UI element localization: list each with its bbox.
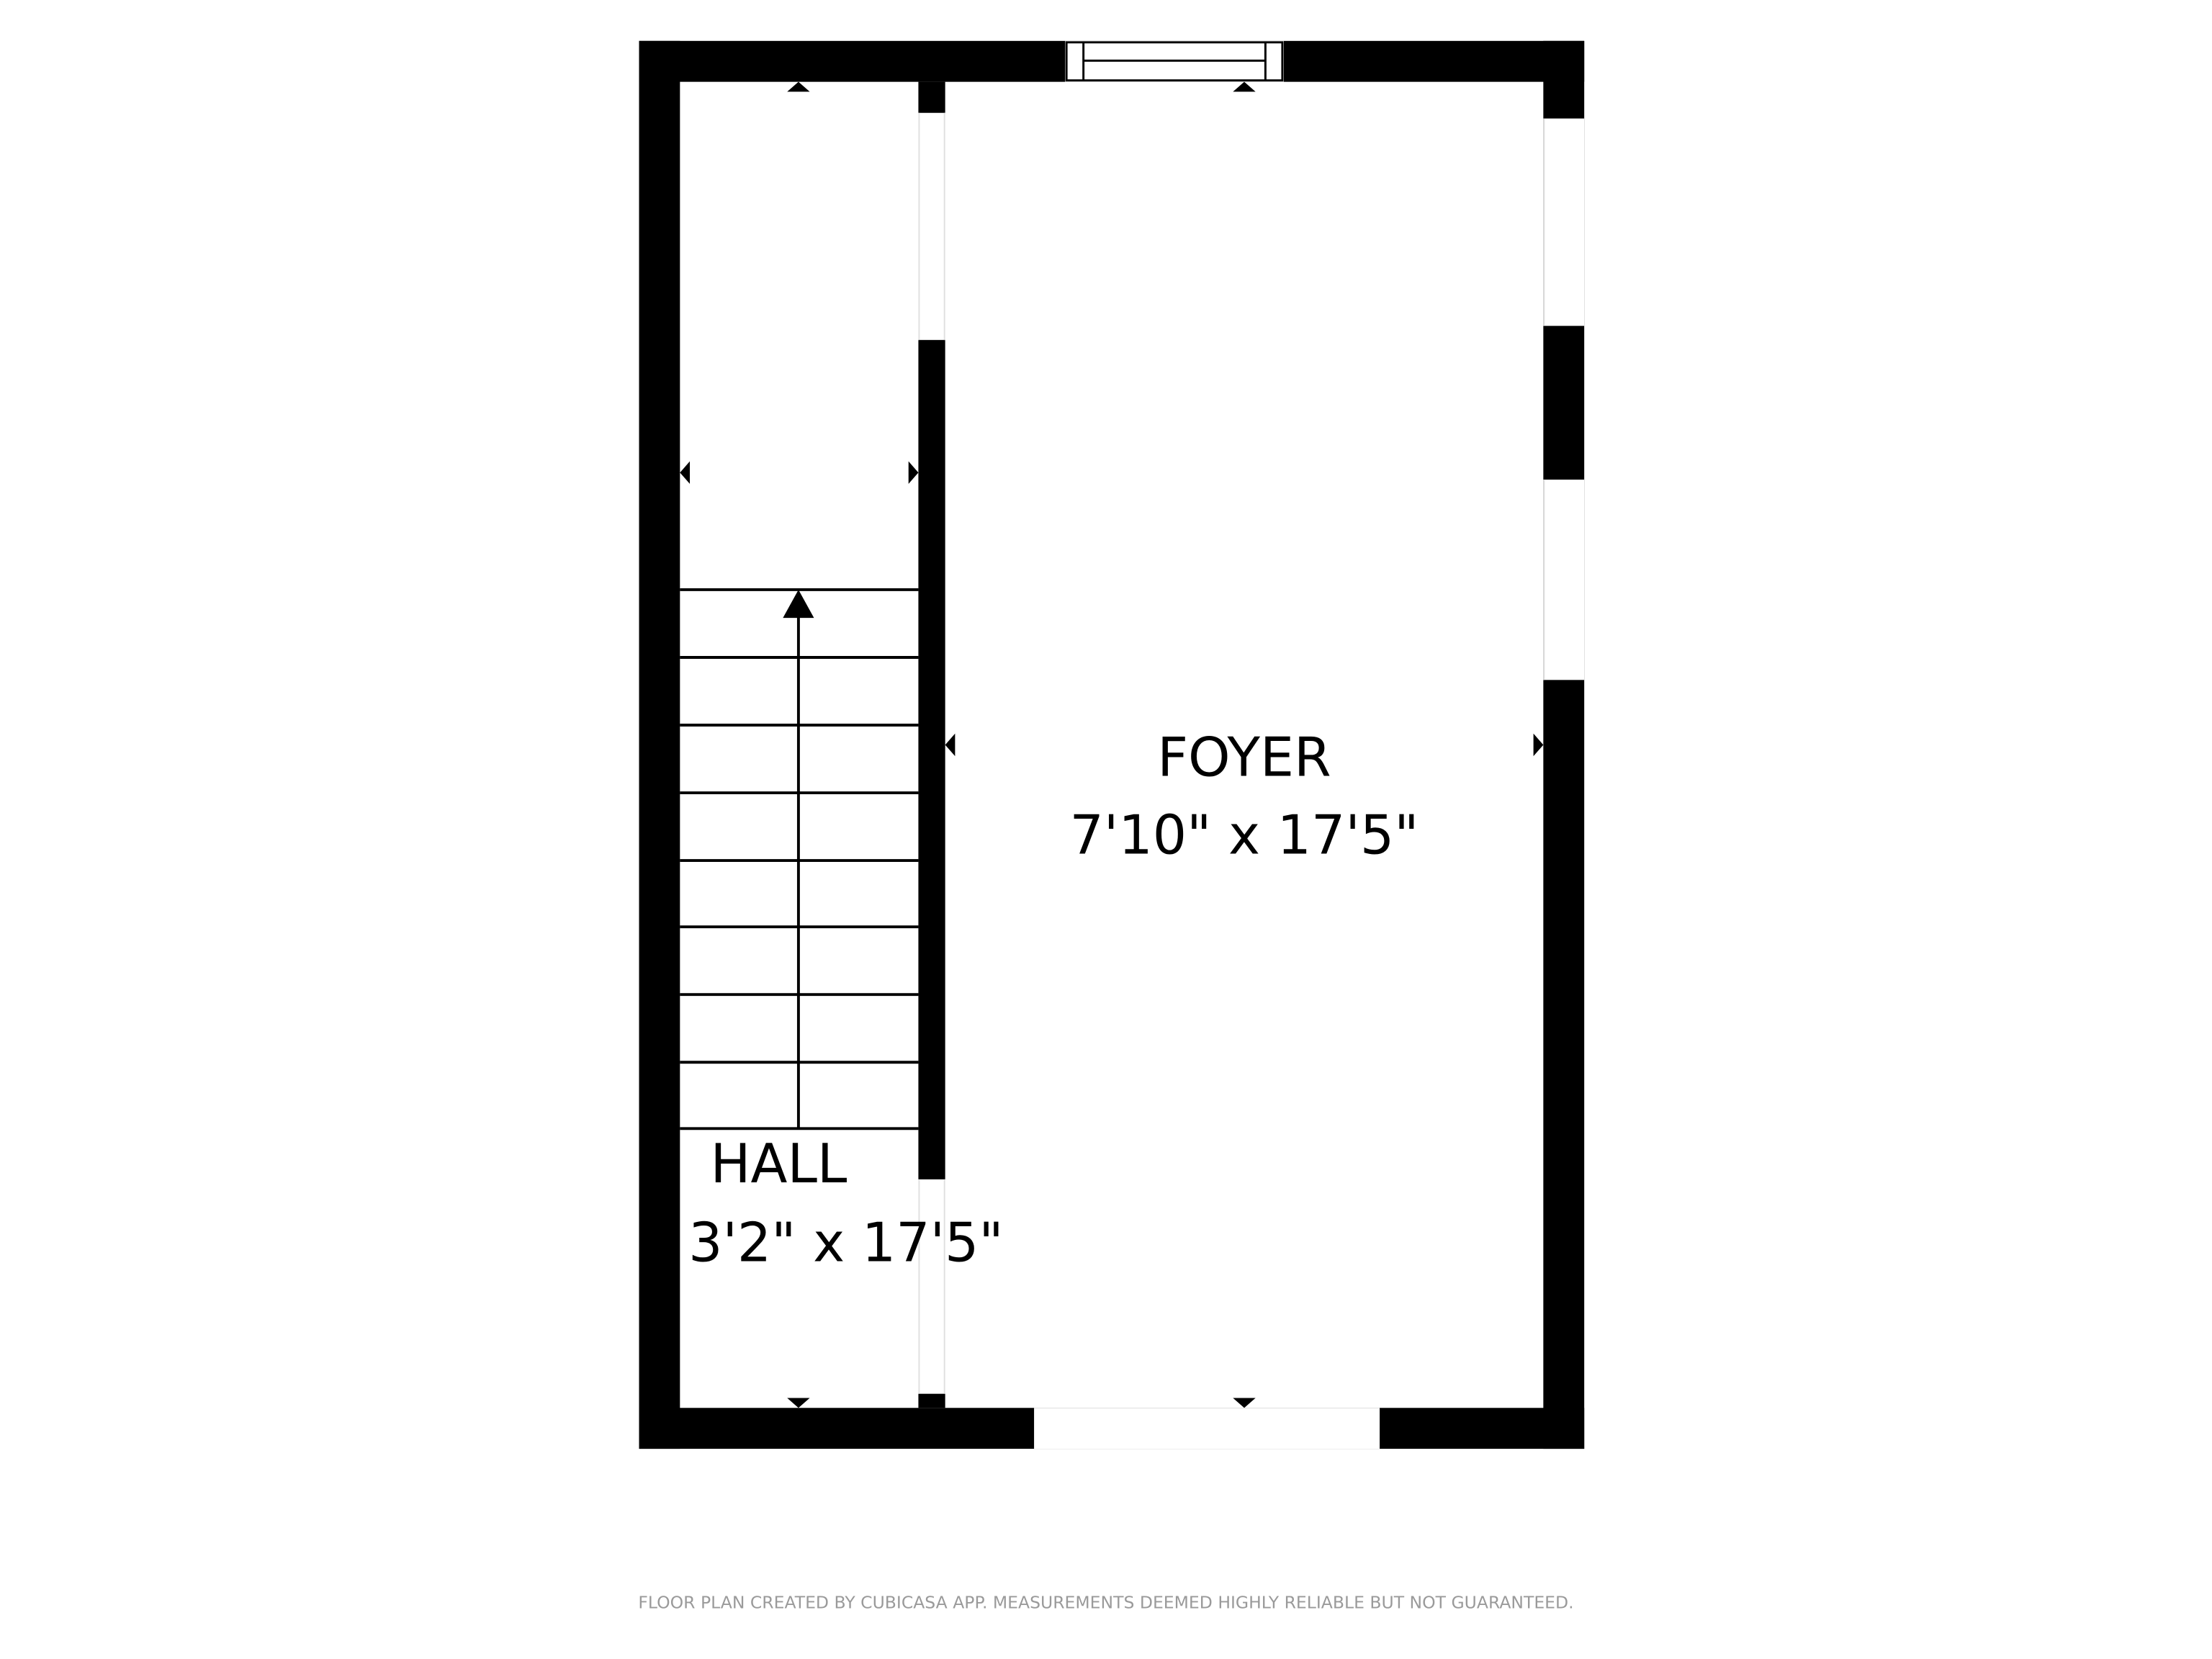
- measurement-markers: [680, 81, 1544, 1408]
- top-window: [1065, 40, 1284, 82]
- hall-label: HALL: [711, 1133, 848, 1195]
- front-door-opening: [1034, 1408, 1380, 1449]
- foyer-label: FOYER: [1157, 727, 1331, 789]
- staircase: [680, 588, 919, 1130]
- interior-wall: [918, 81, 945, 1408]
- hall-dimensions: 3'2" x 17'5": [688, 1212, 1004, 1274]
- stair-direction-arrow-icon: [783, 589, 814, 619]
- interior-openings: [918, 112, 945, 1394]
- foyer-dimensions: 7'10" x 17'5": [1070, 804, 1419, 866]
- footer-disclaimer: FLOOR PLAN CREATED BY CUBICASA APP. MEAS…: [638, 1592, 1573, 1612]
- right-wall-openings: [1543, 118, 1585, 680]
